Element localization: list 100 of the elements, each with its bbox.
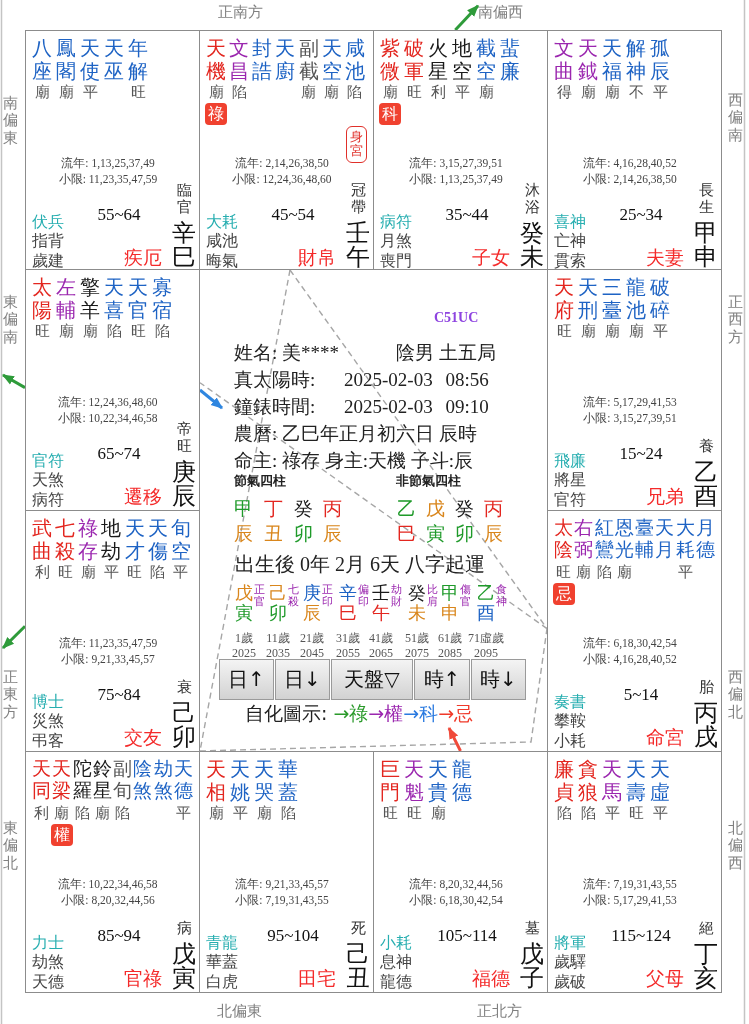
- palace-name: 夫妻: [646, 246, 684, 268]
- star-name: 陀羅: [72, 758, 92, 802]
- direction-label: 東偏北: [3, 820, 18, 872]
- brightness-label: 陷: [106, 322, 122, 340]
- palace-name: 父母: [646, 967, 684, 989]
- pillar-character: 丙: [323, 497, 342, 519]
- ten-god-label: 食神: [496, 584, 507, 608]
- star-name: 右弼: [574, 517, 594, 561]
- minor-limit-ages-text: 小限: 2,14,26,38,50: [583, 172, 677, 187]
- stem-branch-label: 壬午: [346, 221, 370, 269]
- luck-stem: 己: [269, 583, 287, 603]
- arrow: [1, 373, 26, 389]
- brightness-label: 平: [103, 563, 119, 581]
- arrow: [447, 726, 462, 752]
- year-label: 2045: [300, 646, 324, 660]
- spirit-star-name: 奏書: [554, 692, 586, 712]
- minor-limit-ages-text: 小限: 5,17,29,41,53: [583, 893, 677, 908]
- annual-star-name: 指背: [32, 231, 64, 251]
- brightness-label: 旺: [130, 322, 146, 340]
- spirit-star-name: 官符: [32, 451, 64, 471]
- star-name: 天虛: [650, 758, 670, 804]
- brightness-label: 廟: [82, 322, 98, 340]
- star-name: 天空: [321, 37, 342, 83]
- annual-star-name: 天煞: [32, 470, 64, 490]
- annual-star-name: 天德: [32, 972, 64, 992]
- brightness-label: 旺: [556, 322, 572, 340]
- luck-branch: 未: [408, 603, 426, 623]
- star-name: 破碎: [650, 276, 670, 322]
- luck-stem: 庚: [303, 583, 321, 603]
- star-name: 華蓋: [278, 758, 298, 804]
- age-label: 61歲: [438, 631, 462, 645]
- ten-god-label: 正印: [322, 584, 333, 608]
- brightness-label: 旺: [382, 804, 398, 822]
- annual-star-name: 晦氣: [206, 251, 238, 271]
- brightness-label: 廟: [604, 83, 620, 101]
- star-name: 天馬: [602, 758, 622, 804]
- brightness-label: 廟: [628, 322, 644, 340]
- direction-label: 南偏西: [478, 4, 523, 22]
- date-time-text: 2025-02-03 08:56: [344, 369, 489, 391]
- info-text: 命主: 祿存 身主:天機 子斗:辰: [234, 450, 474, 472]
- direction-label: 正南方: [218, 4, 263, 22]
- growth-stage-label: 沐浴: [525, 182, 540, 215]
- growth-stage-label: 胎: [699, 678, 714, 695]
- growth-stage-label: 病: [177, 919, 192, 936]
- stem-branch-label: 丙戌: [694, 701, 718, 749]
- legend-title: 自化圖示:: [245, 702, 328, 724]
- brightness-label: 陷: [74, 804, 90, 822]
- star-name: 祿存: [78, 517, 99, 563]
- luck-stem: 戊: [235, 583, 253, 603]
- brightness-label: 廟: [58, 83, 74, 101]
- star-name: 年解: [128, 37, 148, 83]
- brightness-label: 利: [34, 804, 49, 822]
- star-name: 月德: [695, 517, 715, 561]
- brightness-label: 得: [556, 83, 572, 101]
- annual-star-name: 弔客: [32, 731, 64, 751]
- palace-name: 田宅: [298, 967, 336, 989]
- spirit-star-name: 力士: [32, 933, 64, 953]
- stem-branch-label: 辛巳: [172, 221, 196, 269]
- luck-branch: 申: [441, 603, 459, 623]
- minor-limit-ages-text: 小限: 10,22,34,46,58: [58, 411, 158, 426]
- pillar-character: 戊: [426, 497, 445, 519]
- direction-label: 東偏南: [3, 294, 18, 346]
- palace-name: 疾厄: [124, 246, 162, 268]
- spirit-star-name: 小耗: [380, 933, 412, 953]
- annual-ages-text: 流年: 10,22,34,46,58: [58, 877, 158, 892]
- spirit-star-name: 大耗: [206, 212, 238, 232]
- year-label: 2065: [369, 646, 393, 660]
- star-name: 劫煞: [153, 758, 173, 802]
- star-name: 天巫: [104, 37, 124, 83]
- pillar-character: 巳: [397, 522, 416, 544]
- brightness-label: 廟: [58, 322, 74, 340]
- brightness-label: 廟: [580, 83, 596, 101]
- star-name: 貪狼: [578, 758, 598, 804]
- star-name: 七殺: [55, 517, 76, 563]
- star-name: 擎羊: [80, 276, 100, 322]
- star-name: 龍德: [452, 758, 472, 804]
- stem-branch-label: 庚辰: [172, 460, 196, 508]
- brightness-label: 旺: [34, 322, 50, 340]
- brightness-label: 廟: [382, 83, 398, 101]
- star-name: 紫微: [380, 37, 400, 83]
- age-label: 31歲: [336, 631, 360, 645]
- decade-age-range: 35~44: [445, 205, 489, 225]
- pillar-character: 丑: [264, 522, 283, 544]
- star-name: 鳳閣: [56, 37, 76, 83]
- pillar-character: 辰: [484, 522, 503, 544]
- legend-item: →忌: [438, 702, 474, 724]
- year-label: 2075: [405, 646, 429, 660]
- stem-branch-label: 癸未: [520, 221, 544, 269]
- palace-name: 命宮: [646, 726, 684, 748]
- brightness-label: 利: [430, 83, 446, 101]
- brightness-label: 廟: [94, 804, 110, 822]
- arrow: [1, 625, 27, 650]
- pillar-character: 辰: [323, 522, 342, 544]
- star-name: 天梁: [52, 758, 72, 802]
- palace-name: 遷移: [124, 485, 162, 507]
- transform-badge: 忌: [553, 583, 575, 605]
- growth-stage-label: 絕: [699, 919, 714, 936]
- pillar-character: 丙: [484, 497, 503, 519]
- star-name: 旬空: [170, 517, 191, 563]
- spirit-star-name: 伏兵: [32, 212, 64, 232]
